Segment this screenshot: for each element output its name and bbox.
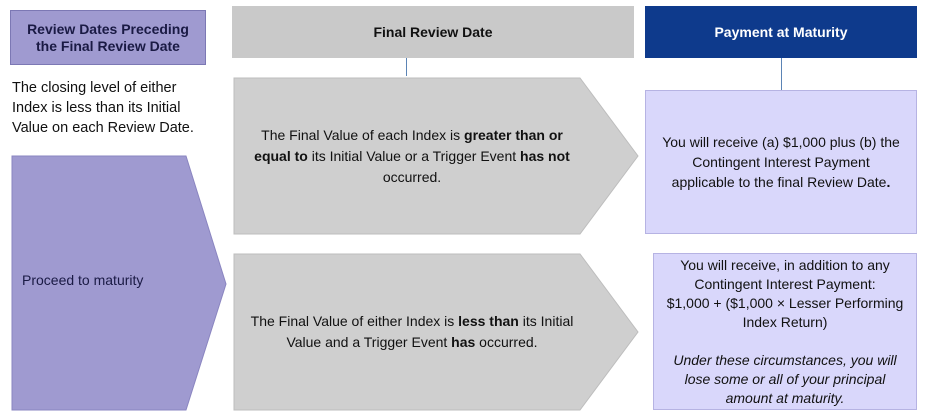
top-condition-part3: occurred. [382,168,442,185]
top-condition-bold1: greater than or equal to [254,126,563,164]
bottom-payment-formula: $1,000 + ($1,000 × Lesser Performing Ind… [666,294,904,330]
top-payment-text: You will receive (a) $1,000 plus (b) the… [662,134,900,190]
header-final-review-date: Final Review Date [232,6,634,58]
top-gray-arrow-shape [233,77,639,235]
bottom-payment-box: You will receive, in addition to any Con… [653,253,917,410]
top-condition-bold2: has not [520,147,570,164]
header-payment-at-maturity: Payment at Maturity [645,6,917,58]
bottom-condition-text: The Final Value of either Index is less … [244,300,580,364]
top-payment-box: You will receive (a) $1,000 plus (b) the… [645,90,917,234]
header-left-line1: Review Dates Preceding [27,20,189,37]
connector-middle [406,58,407,76]
top-condition-part1: The Final Value of each Index is [261,126,465,143]
top-payment-period: . [886,174,891,190]
bottom-condition-part1: The Final Value of either Index is [250,313,459,329]
left-arrow-shape [11,155,227,411]
bottom-payment-warning: Under these circumstances, you will lose… [673,351,897,406]
connector-right [781,58,782,90]
top-condition-part2: its Initial Value or a Trigger Event [307,147,521,164]
bottom-condition-bold1: less than [458,313,519,329]
bottom-gray-arrow-shape [233,253,639,411]
bottom-condition-part2: its Initial Value and a Trigger Event [286,313,574,350]
bottom-condition-bold2: has [451,334,476,350]
proceed-to-maturity-label: Proceed to maturity [22,272,144,288]
header-left-line2: the Final Review Date [36,37,180,54]
left-condition-note: The closing level of either Index is les… [12,80,194,136]
bottom-payment-line1: You will receive, in addition to any Con… [680,256,890,292]
header-review-dates-preceding: Review Dates Preceding the Final Review … [10,10,206,65]
bottom-condition-part3: occurred. [475,334,538,350]
top-condition-text: The Final Value of each Index is greater… [244,110,580,202]
